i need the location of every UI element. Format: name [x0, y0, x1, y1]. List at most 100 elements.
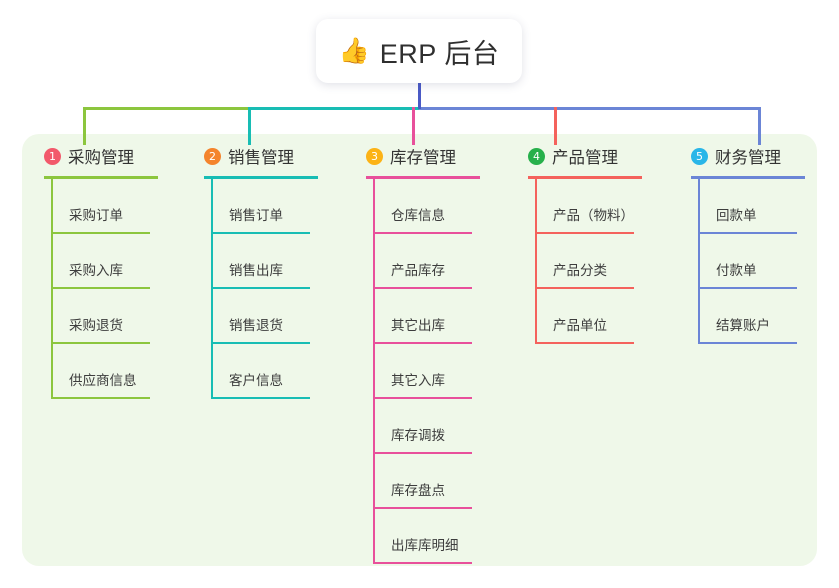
branch-item[interactable]: 回款单	[698, 179, 839, 234]
branch-column-产品管理: 4 产品管理产品（物料） 产品分类产品单位	[517, 143, 677, 344]
branch-item[interactable]: 采购入库	[51, 234, 193, 289]
branch-header-underline	[366, 176, 480, 179]
connector-horizontal-segment-3	[419, 107, 761, 110]
root-stem-connector	[418, 83, 421, 109]
connector-drop-库存管理	[412, 107, 415, 145]
branch-header-产品管理[interactable]: 4 产品管理	[517, 143, 677, 169]
branch-item-label: 采购入库	[69, 263, 123, 278]
branch-item-label: 其它出库	[391, 318, 445, 333]
branch-header-销售管理[interactable]: 2 销售管理	[193, 143, 353, 169]
branch-item[interactable]: 库存盘点	[373, 454, 515, 509]
branch-title: 财务管理	[715, 149, 781, 167]
branch-title: 库存管理	[390, 149, 456, 167]
branch-item-underline	[373, 397, 472, 399]
branch-item[interactable]: 出库库明细	[373, 509, 515, 564]
branch-item[interactable]: 销售出库	[211, 234, 353, 289]
branch-item-label: 产品库存	[391, 263, 445, 278]
branch-item-label: 客户信息	[229, 373, 283, 388]
branch-item[interactable]: 结算账户	[698, 289, 839, 344]
branch-item[interactable]: 销售订单	[211, 179, 353, 234]
branch-item[interactable]: 产品单位	[535, 289, 677, 344]
branch-header-财务管理[interactable]: 5 财务管理	[680, 143, 839, 169]
branch-item-list: 回款单付款单结算账户	[698, 179, 839, 344]
branch-item[interactable]: 客户信息	[211, 344, 353, 399]
branch-item-underline	[51, 342, 150, 344]
root-node-title: ERP 后台	[379, 38, 500, 69]
connector-drop-产品管理	[554, 107, 557, 145]
branch-item[interactable]: 产品库存	[373, 234, 515, 289]
branch-item-label: 供应商信息	[69, 373, 137, 388]
branch-item[interactable]: 产品分类	[535, 234, 677, 289]
branch-item-underline	[51, 397, 150, 399]
branch-number-badge: 5	[691, 147, 708, 165]
branch-header-underline	[204, 176, 318, 179]
branch-item-underline	[535, 287, 634, 289]
connector-drop-财务管理	[758, 107, 761, 145]
connector-horizontal-segment-2	[248, 107, 422, 110]
branch-item-label: 付款单	[716, 263, 757, 278]
branch-column-财务管理: 5 财务管理回款单付款单结算账户	[680, 143, 839, 344]
branch-item-underline	[535, 342, 634, 344]
branch-number-badge: 2	[204, 147, 221, 165]
branch-item-label: 销售退货	[229, 318, 283, 333]
branch-spine-line	[51, 179, 53, 399]
branch-item-label: 产品单位	[553, 318, 607, 333]
branch-item-label: 库存调拨	[391, 428, 445, 443]
root-node-card[interactable]: 👍 ERP 后台	[316, 19, 522, 83]
branch-item-label: 采购退货	[69, 318, 123, 333]
branch-header-underline	[44, 176, 158, 179]
branch-item[interactable]: 供应商信息	[51, 344, 193, 399]
thumbs-up-icon: 👍	[338, 36, 370, 65]
branch-item[interactable]: 采购退货	[51, 289, 193, 344]
branch-item-list: 采购订单采购入库采购退货供应商信息	[51, 179, 193, 399]
branch-item-label: 回款单	[716, 208, 757, 223]
branch-item-underline	[373, 562, 472, 564]
branch-item[interactable]: 销售退货	[211, 289, 353, 344]
branch-item-underline	[211, 287, 310, 289]
branch-item-label: 销售出库	[229, 263, 283, 278]
branch-item-underline	[51, 287, 150, 289]
branch-item-underline	[373, 452, 472, 454]
branch-item[interactable]: 采购订单	[51, 179, 193, 234]
branch-number-badge: 4	[528, 147, 545, 165]
branch-spine-line	[698, 179, 700, 344]
branch-item-label: 库存盘点	[391, 483, 445, 498]
branch-item-underline	[373, 287, 472, 289]
connector-drop-采购管理	[83, 107, 86, 145]
branch-item-underline	[211, 342, 310, 344]
connector-horizontal-segment-1	[83, 107, 251, 110]
branch-item[interactable]: 其它出库	[373, 289, 515, 344]
branch-item-list: 销售订单销售出库销售退货客户信息	[211, 179, 353, 399]
branch-item-label: 其它入库	[391, 373, 445, 388]
branch-number-badge: 1	[44, 147, 61, 165]
branch-item-underline	[535, 232, 634, 234]
branch-item-label: 产品分类	[553, 263, 607, 278]
branch-panel-background	[22, 134, 817, 566]
branch-item[interactable]: 仓库信息	[373, 179, 515, 234]
branch-item-underline	[373, 232, 472, 234]
branch-number-badge: 3	[366, 147, 383, 165]
branch-item-list: 产品（物料） 产品分类产品单位	[535, 179, 677, 344]
branch-item[interactable]: 库存调拨	[373, 399, 515, 454]
branch-spine-line	[211, 179, 213, 399]
branch-title: 产品管理	[552, 149, 618, 167]
branch-item[interactable]: 付款单	[698, 234, 839, 289]
connector-drop-销售管理	[248, 107, 251, 145]
branch-column-销售管理: 2 销售管理销售订单销售出库销售退货客户信息	[193, 143, 353, 399]
branch-item-underline	[698, 342, 797, 344]
branch-item-underline	[51, 232, 150, 234]
branch-column-库存管理: 3 库存管理仓库信息产品库存其它出库其它入库库存调拨库存盘点出库库明细	[355, 143, 515, 564]
branch-item[interactable]: 其它入库	[373, 344, 515, 399]
branch-header-采购管理[interactable]: 1 采购管理	[33, 143, 193, 169]
branch-title: 采购管理	[68, 149, 134, 167]
branch-item-underline	[211, 397, 310, 399]
branch-title: 销售管理	[228, 149, 294, 167]
branch-item-underline	[698, 287, 797, 289]
branch-item-underline	[698, 232, 797, 234]
branch-header-库存管理[interactable]: 3 库存管理	[355, 143, 515, 169]
branch-item-underline	[373, 342, 472, 344]
branch-spine-line	[373, 179, 375, 564]
branch-item-label: 销售订单	[229, 208, 283, 223]
branch-item[interactable]: 产品（物料）	[535, 179, 677, 234]
